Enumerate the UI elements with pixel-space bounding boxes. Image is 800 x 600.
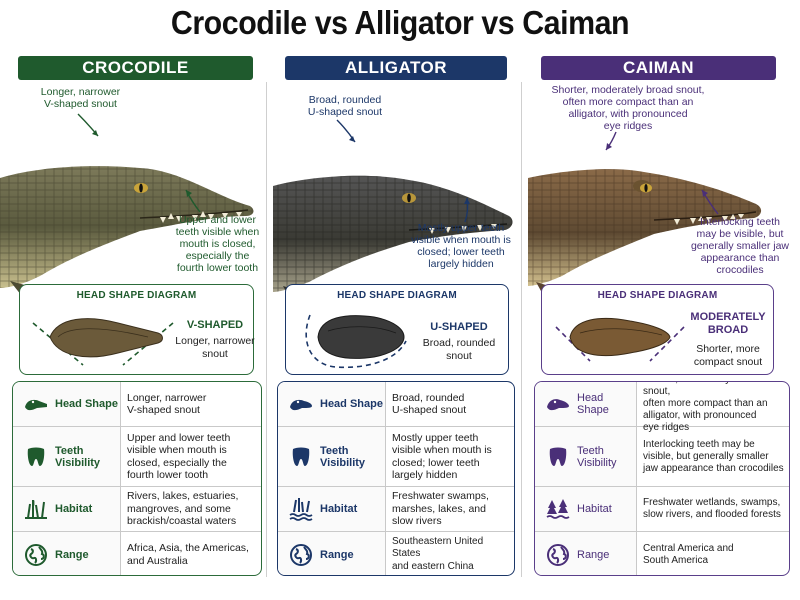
- reeds-habitat-icon: [25, 500, 47, 519]
- head-shape-diagram: HEAD SHAPE DIAGRAM U-SHAPED Broad, round…: [285, 284, 509, 375]
- caiman-banner: CAIMAN: [541, 56, 776, 80]
- row-label: Teeth Visibility: [55, 444, 101, 469]
- crocodile-facts-table: Head Shape Longer, narrower V-shaped sno…: [12, 381, 262, 576]
- range-value: Southeastern United States and eastern C…: [392, 535, 484, 572]
- table-row: Habitat Freshwater swamps, marshes, lake…: [278, 487, 514, 532]
- head-shape-diagram: HEAD SHAPE DIAGRAM V-SHAPED Longer, narr…: [19, 284, 255, 375]
- alligator-column: ALLIGATOR Broad, rounded U-shaped snout …: [273, 56, 518, 576]
- annotation-arrow: [464, 197, 470, 223]
- table-row: Habitat Rivers, lakes, estuaries, mangro…: [13, 487, 261, 532]
- row-label: Head Shape: [320, 398, 383, 410]
- row-label: Teeth Visibility: [320, 444, 366, 469]
- snout-annotation: Shorter, moderately broad snout, often m…: [551, 84, 705, 132]
- annotation-arrow: [77, 113, 99, 137]
- row-label: Head Shape: [577, 392, 609, 416]
- row-label: Range: [577, 548, 610, 561]
- snout-annotation: Longer, narrower V-shaped snout: [40, 86, 121, 110]
- table-row: Teeth Visibility Interlocking teeth may …: [535, 427, 789, 487]
- diagram-description: Longer, narrower snout: [175, 335, 255, 360]
- snout-annotation: Broad, rounded U-shaped snout: [307, 94, 383, 118]
- crocodile-head-icon: [25, 399, 47, 411]
- table-row: Habitat Freshwater wetlands, swamps, slo…: [535, 487, 789, 532]
- alligator-facts-table: Head Shape Broad, rounded U-shaped snout…: [277, 381, 515, 576]
- head-shape-value: Longer, narrower V-shaped snout: [127, 391, 207, 417]
- alligator-head-icon: [290, 399, 312, 411]
- caiman-head-icon: [547, 399, 569, 411]
- diagram-title: HEAD SHAPE DIAGRAM: [597, 290, 718, 301]
- caiman-facts-table: Head Shape Shorter, moderately broad sno…: [534, 381, 790, 576]
- table-row: Range Central America and South America: [535, 532, 789, 575]
- crocodile-banner: CROCODILE: [18, 56, 253, 80]
- table-row: Head Shape Broad, rounded U-shaped snout: [278, 382, 514, 427]
- habitat-value: Freshwater wetlands, swamps, slow rivers…: [643, 497, 781, 520]
- diagram-title: HEAD SHAPE DIAGRAM: [76, 290, 197, 301]
- range-value: Central America and South America: [643, 542, 734, 566]
- diagram-shape-label: U-SHAPED: [430, 321, 488, 333]
- table-row: Range Southeastern United States and eas…: [278, 532, 514, 575]
- swamp-habitat-icon: [289, 498, 313, 521]
- diagram-title: HEAD SHAPE DIAGRAM: [337, 290, 457, 301]
- globe-icon: [290, 543, 312, 566]
- table-row: Head Shape Longer, narrower V-shaped sno…: [13, 382, 261, 427]
- forest-habitat-icon: [546, 499, 570, 519]
- alligator-banner: ALLIGATOR: [285, 56, 507, 80]
- teeth-visibility-value: Mostly upper teeth visible when mouth is…: [392, 431, 492, 482]
- row-label: Habitat: [55, 503, 93, 515]
- diagram-description: Broad, rounded snout: [422, 337, 496, 362]
- row-label: Head Shape: [55, 398, 118, 410]
- annotation-arrow: [336, 119, 356, 143]
- row-label: Habitat: [320, 503, 358, 515]
- page-title: Crocodile vs Alligator vs Caiman: [170, 4, 630, 41]
- tooth-icon: [27, 447, 45, 466]
- table-row: Head Shape Shorter, moderately broad sno…: [535, 382, 789, 433]
- head-shape-diagram: HEAD SHAPE DIAGRAM MODERATELY BROAD Shor…: [541, 284, 774, 375]
- diagram-description: Shorter, more compact snout: [693, 343, 763, 368]
- teeth-visibility-value: Interlocking teeth may be visible, but g…: [643, 438, 784, 474]
- tooth-icon: [549, 447, 567, 466]
- teeth-annotation: Mostly upper teeth visible when mouth is…: [411, 222, 511, 270]
- tooth-icon: [292, 447, 310, 466]
- teeth-annotation: Interlocking teeth may be visible, but g…: [690, 216, 790, 276]
- caiman-column: CAIMAN Shorter, moderately broad snout, …: [528, 56, 792, 576]
- range-value: Africa, Asia, the Americas, and Australi…: [127, 542, 249, 567]
- annotation-arrow: [701, 189, 719, 215]
- row-label: Teeth Visibility: [577, 444, 617, 469]
- head-shape-value: Broad, rounded U-shaped snout: [392, 391, 467, 417]
- habitat-value: Freshwater swamps, marshes, lakes, and s…: [392, 490, 489, 528]
- annotation-arrow: [185, 189, 201, 213]
- habitat-value: Rivers, lakes, estuaries, mangroves, and…: [127, 490, 239, 528]
- annotation-arrow: [605, 131, 617, 151]
- diagram-shape-label: MODERATELY BROAD: [690, 311, 766, 336]
- table-row: Teeth Visibility Mostly upper teeth visi…: [278, 427, 514, 487]
- v-shaped-head-icon: [32, 318, 174, 366]
- head-shape-value: Shorter, moderately broad snout, often m…: [643, 382, 768, 433]
- moderately-broad-head-icon: [555, 317, 685, 362]
- diagram-shape-label: V-SHAPED: [186, 319, 244, 331]
- teeth-annotation: Upper and lower teeth visible when mouth…: [175, 214, 260, 274]
- u-shaped-head-icon: [305, 314, 407, 369]
- row-label: Range: [55, 548, 89, 561]
- table-row: Teeth Visibility Upper and lower teeth v…: [13, 427, 261, 487]
- column-divider: [521, 82, 522, 577]
- row-label: Habitat: [577, 503, 612, 515]
- crocodile-column: CROCODILE Longer, narrower V-shaped snou…: [0, 56, 263, 576]
- teeth-visibility-value: Upper and lower teeth visible when mouth…: [127, 431, 231, 482]
- globe-icon: [547, 543, 569, 566]
- row-label: Range: [320, 548, 354, 561]
- globe-icon: [25, 543, 47, 566]
- column-divider: [266, 82, 267, 577]
- table-row: Range Africa, Asia, the Americas, and Au…: [13, 532, 261, 575]
